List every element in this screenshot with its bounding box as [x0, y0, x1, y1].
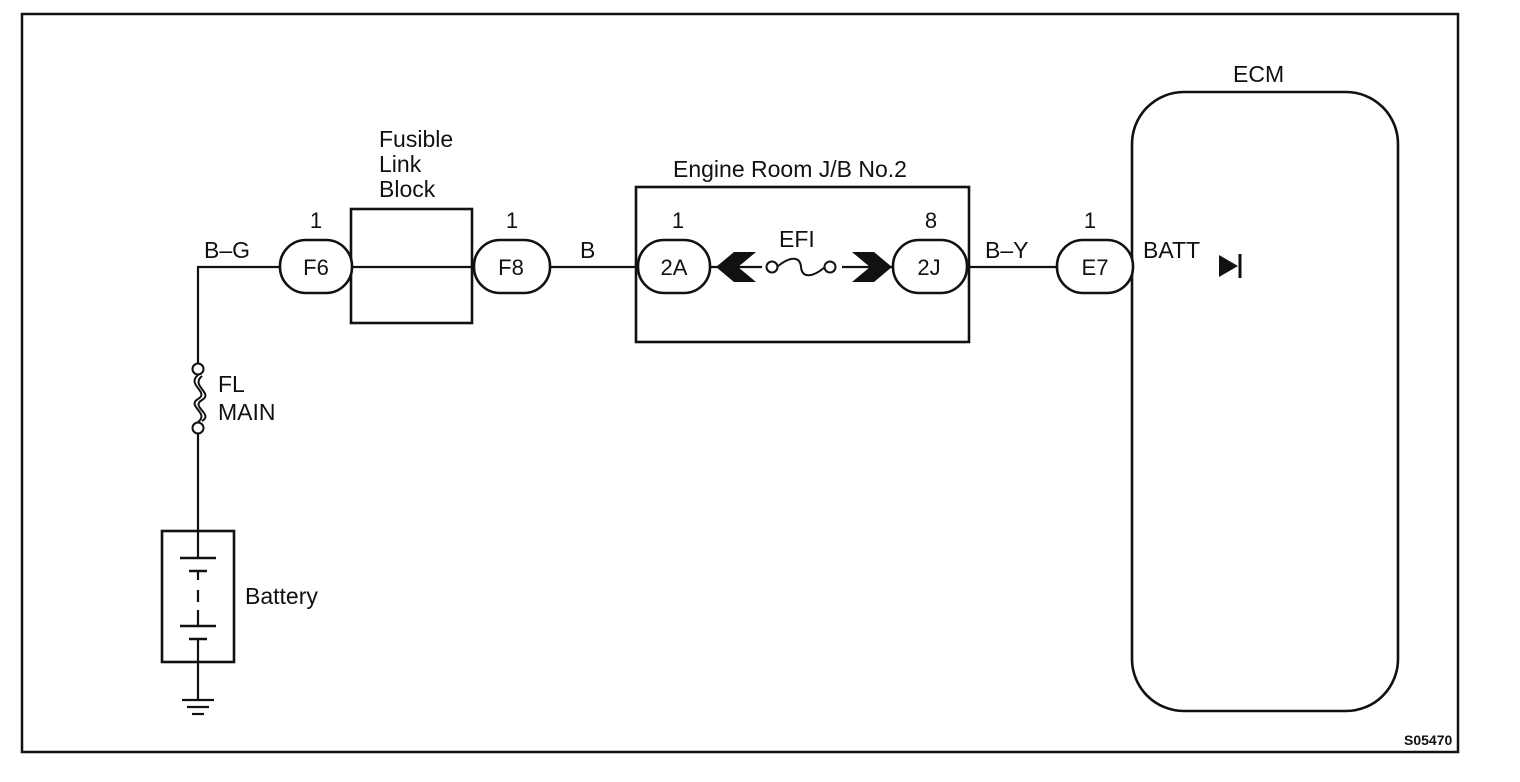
- wire-label-bg: B–G: [204, 237, 250, 263]
- diode-icon: [1219, 255, 1238, 277]
- fusible-link-block-label-2: Link: [379, 151, 422, 177]
- connector-2j-body: [891, 238, 969, 295]
- junction-box-title: Engine Room J/B No.2: [673, 156, 907, 182]
- connector-f6-pin: 1: [310, 208, 322, 233]
- fusible-link-block-label-1: Fusible: [379, 126, 453, 152]
- fuse-label-efi: EFI: [779, 226, 815, 252]
- wire-label-b: B: [580, 237, 595, 263]
- ecm-batt-label: BATT: [1143, 237, 1200, 263]
- ecm-box: [1130, 90, 1400, 713]
- connector-e7-pin: 1: [1084, 208, 1096, 233]
- connector-e7: E7 1: [1055, 208, 1135, 295]
- connector-f8-body: [472, 238, 552, 295]
- connector-2j-pin: 8: [925, 208, 937, 233]
- fusible-link-block-label-3: Block: [379, 176, 436, 202]
- fl-main-fusible-link-icon: [193, 374, 203, 423]
- fl-main-fusible-link-icon-2: [197, 375, 207, 422]
- connector-2a: 2A 1: [636, 208, 712, 295]
- connector-2j-code: 2J: [917, 255, 940, 280]
- connector-f6-body: [278, 238, 354, 295]
- wire-bg: [196, 265, 282, 368]
- figure-code: S05470: [1404, 732, 1452, 748]
- connector-f6: F6 1: [278, 208, 354, 295]
- fl-main-terminal-bottom: [191, 421, 205, 435]
- ecm-title: ECM: [1233, 61, 1284, 87]
- connector-2a-pin: 1: [672, 208, 684, 233]
- connector-f8-pin: 1: [506, 208, 518, 233]
- fuse-icon: [776, 257, 826, 277]
- connector-2j: 2J 8: [891, 208, 969, 295]
- fl-main-label-1: FL: [218, 371, 245, 397]
- fuse-terminal-right: [823, 260, 837, 274]
- terminal-chevron-left: [716, 252, 756, 282]
- connector-e7-body: [1055, 238, 1135, 295]
- diagram-frame: [20, 12, 1460, 754]
- wire-label-by: B–Y: [985, 237, 1028, 263]
- ground-icon: [182, 698, 214, 716]
- fl-main-terminal-top: [191, 362, 205, 376]
- connector-f6-code: F6: [303, 255, 329, 280]
- connector-2a-body: [636, 238, 712, 295]
- connector-f8-code: F8: [498, 255, 524, 280]
- terminal-chevron-right: [852, 252, 892, 282]
- fl-main-label-2: MAIN: [218, 399, 276, 425]
- battery-label: Battery: [245, 583, 318, 609]
- connector-2a-code: 2A: [661, 255, 688, 280]
- connector-f8: F8 1: [472, 208, 552, 295]
- fuse-terminal-left: [765, 260, 779, 274]
- connector-e7-code: E7: [1082, 255, 1109, 280]
